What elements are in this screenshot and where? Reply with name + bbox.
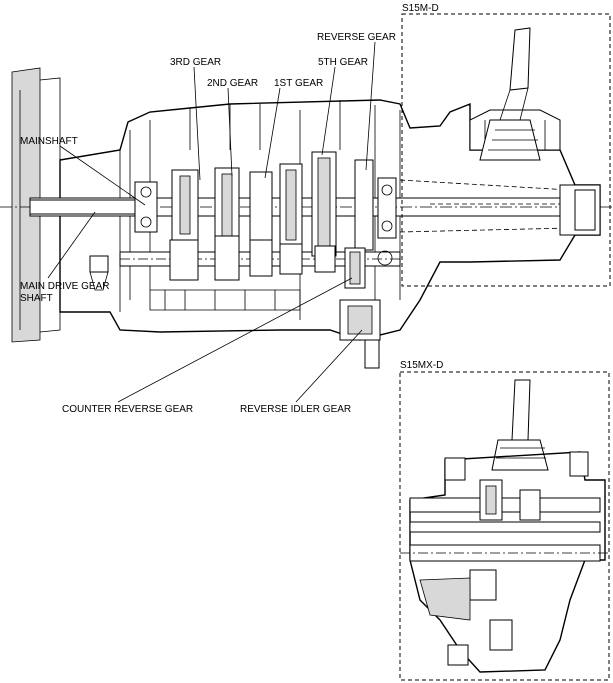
labels: REVERSE GEAR 5TH GEAR 3RD GEAR 2ND GEAR … xyxy=(20,3,443,415)
label-counter-reverse-gear: COUNTER REVERSE GEAR xyxy=(62,404,193,415)
label-main-drive-shaft: SHAFT xyxy=(20,293,53,304)
label-mainshaft: MAINSHAFT xyxy=(20,136,78,147)
mainshaft xyxy=(0,197,613,217)
reverse-idler-assembly xyxy=(89,255,381,369)
label-inset-top: S15M-D xyxy=(402,3,439,14)
label-inset-bottom: S15MX-D xyxy=(400,360,443,371)
label-main-drive-gear: MAIN DRIVE GEAR xyxy=(20,281,109,292)
mainshaft-gears xyxy=(134,151,397,257)
label-fifth-gear: 5TH GEAR xyxy=(318,57,368,68)
shift-lever-top xyxy=(479,27,541,161)
label-third-gear: 3RD GEAR xyxy=(170,57,221,68)
inset-bottom xyxy=(399,371,610,681)
leader-lines xyxy=(47,41,376,403)
label-first-gear: 1ST GEAR xyxy=(274,78,323,89)
label-second-gear: 2ND GEAR xyxy=(207,78,258,89)
label-reverse-gear: REVERSE GEAR xyxy=(317,32,396,43)
label-reverse-idler-gear: REVERSE IDLER GEAR xyxy=(240,404,351,415)
inset-top xyxy=(401,13,611,287)
countershaft-gears xyxy=(169,235,393,289)
